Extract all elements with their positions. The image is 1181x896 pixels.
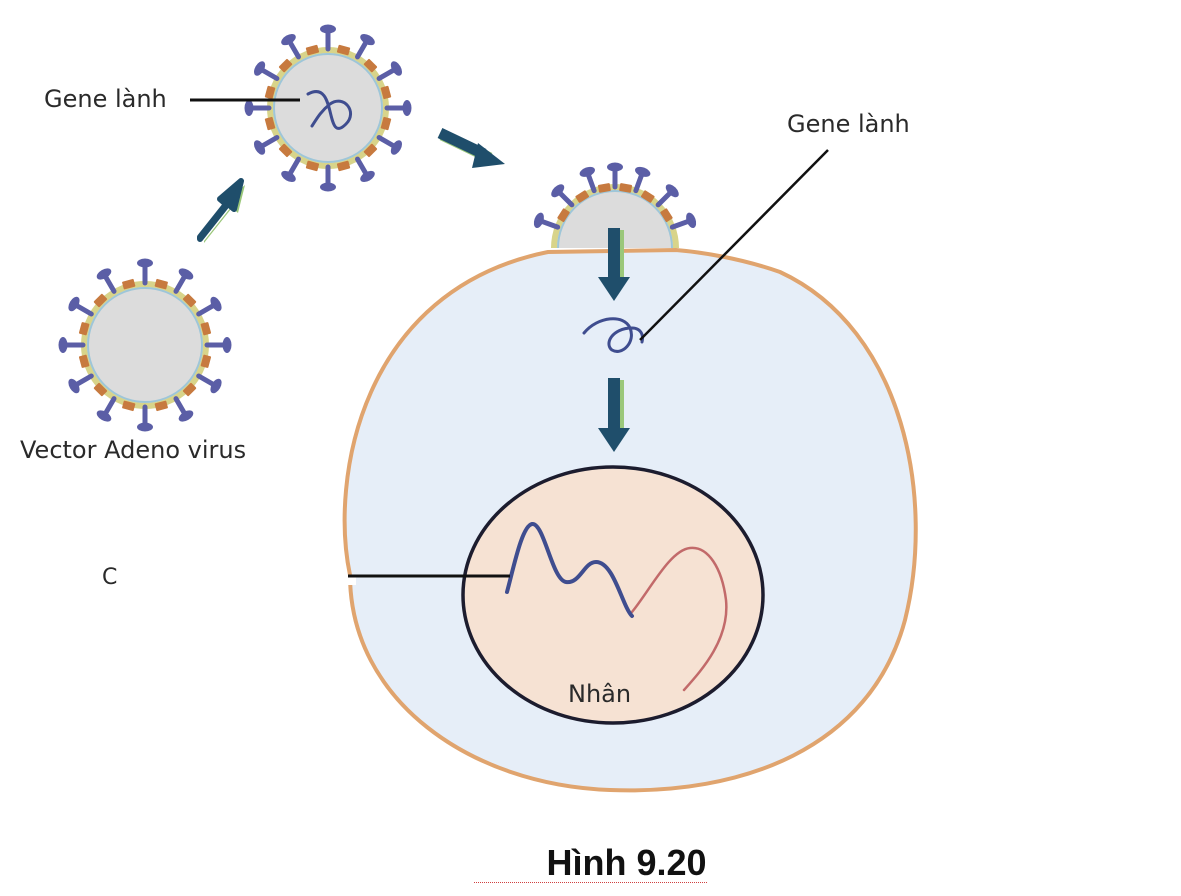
- virus-spike-head: [253, 61, 266, 76]
- virus-spike-head: [68, 296, 80, 312]
- envelope-protein: [122, 278, 136, 290]
- envelope-protein: [363, 143, 378, 158]
- envelope-protein: [597, 183, 611, 193]
- virus-spike-head: [178, 268, 194, 280]
- virus-spike-head: [320, 182, 336, 192]
- virus-spike-head: [390, 140, 403, 155]
- virus-spike-head: [244, 100, 254, 117]
- virus-spike-head: [533, 212, 544, 228]
- envelope-protein: [78, 354, 90, 368]
- envelope-protein: [93, 293, 108, 308]
- virus-spike-head: [58, 337, 68, 353]
- virus-spike-head: [96, 268, 112, 280]
- gene-coil-icon: [582, 317, 644, 353]
- virus-spike-head: [137, 258, 153, 268]
- envelope-protein: [336, 44, 351, 56]
- envelope-protein: [278, 143, 293, 158]
- process-arrow-icon: [197, 178, 245, 243]
- virus-spike-head: [281, 33, 296, 46]
- envelope-protein: [182, 293, 197, 308]
- nucleus: [461, 465, 765, 725]
- host-dna-strand: [630, 546, 728, 692]
- stray-letter-label: C: [102, 565, 118, 590]
- gene-coil-icon: [306, 90, 353, 130]
- virus-spike-head: [178, 410, 194, 422]
- virus-spike-head: [281, 170, 296, 183]
- envelope-protein: [640, 190, 655, 203]
- envelope-protein: [336, 160, 351, 172]
- virus-spike-head: [253, 140, 266, 155]
- virus-spike-head: [320, 24, 336, 34]
- gene-label-top-left: Gene lành: [44, 85, 167, 113]
- inserted-gene-strand: [505, 522, 634, 618]
- envelope-protein: [200, 354, 212, 368]
- virus-spike-head: [579, 166, 595, 177]
- figure-caption-text: Hình 9.20: [474, 844, 707, 883]
- envelope-protein: [200, 322, 212, 336]
- envelope-protein: [305, 160, 320, 172]
- vector-adeno-virus-label: Vector Adeno virus: [20, 436, 247, 464]
- virus-spike-head: [210, 378, 222, 394]
- virus-spike-head: [390, 61, 403, 76]
- process-arrow-icon: [437, 128, 505, 168]
- nucleus-label: Nhân: [568, 680, 632, 708]
- virus-spike-head: [96, 410, 112, 422]
- envelope-protein: [154, 278, 168, 290]
- envelope-protein: [182, 382, 197, 397]
- envelope-protein: [557, 208, 570, 223]
- virus-spike-head: [635, 166, 651, 177]
- virus-spike-head: [402, 100, 412, 116]
- gene-label-top-right: Gene lành: [787, 110, 910, 138]
- envelope-protein: [380, 116, 392, 131]
- virus-spike-head: [210, 296, 222, 312]
- envelope-protein: [264, 85, 276, 100]
- envelope-protein: [660, 208, 673, 223]
- virus-spike-head: [68, 378, 80, 394]
- virus-entering-body: [556, 189, 674, 248]
- virus-spike-head: [360, 170, 375, 183]
- process-arrow-icon: [598, 228, 630, 301]
- virus-spike-head: [360, 33, 375, 46]
- gene-pointer-line-right: [639, 149, 829, 341]
- envelope-protein: [78, 322, 90, 336]
- virus-spike-head: [137, 422, 153, 432]
- envelope-protein: [122, 400, 136, 412]
- envelope-protein: [619, 183, 633, 193]
- virus-spike-head: [551, 184, 565, 198]
- envelope-protein: [575, 190, 590, 203]
- virus-carrying-gene: [244, 24, 412, 192]
- figure-caption: Hình 9.20: [0, 842, 1181, 884]
- virus-spike-head: [665, 184, 679, 198]
- envelope-protein: [93, 382, 108, 397]
- virus-spike-head: [222, 337, 232, 353]
- process-arrow-icon: [598, 378, 630, 452]
- vector-adeno-virus: [58, 258, 232, 432]
- envelope-protein: [264, 116, 276, 131]
- virus-entering-cell: [533, 162, 697, 249]
- envelope-protein: [278, 58, 293, 73]
- envelope-protein: [154, 400, 168, 412]
- envelope-protein: [380, 85, 392, 100]
- virus-spike-head: [686, 212, 697, 228]
- envelope-protein: [363, 58, 378, 73]
- virus-spike-head: [607, 162, 623, 172]
- envelope-protein: [305, 44, 320, 56]
